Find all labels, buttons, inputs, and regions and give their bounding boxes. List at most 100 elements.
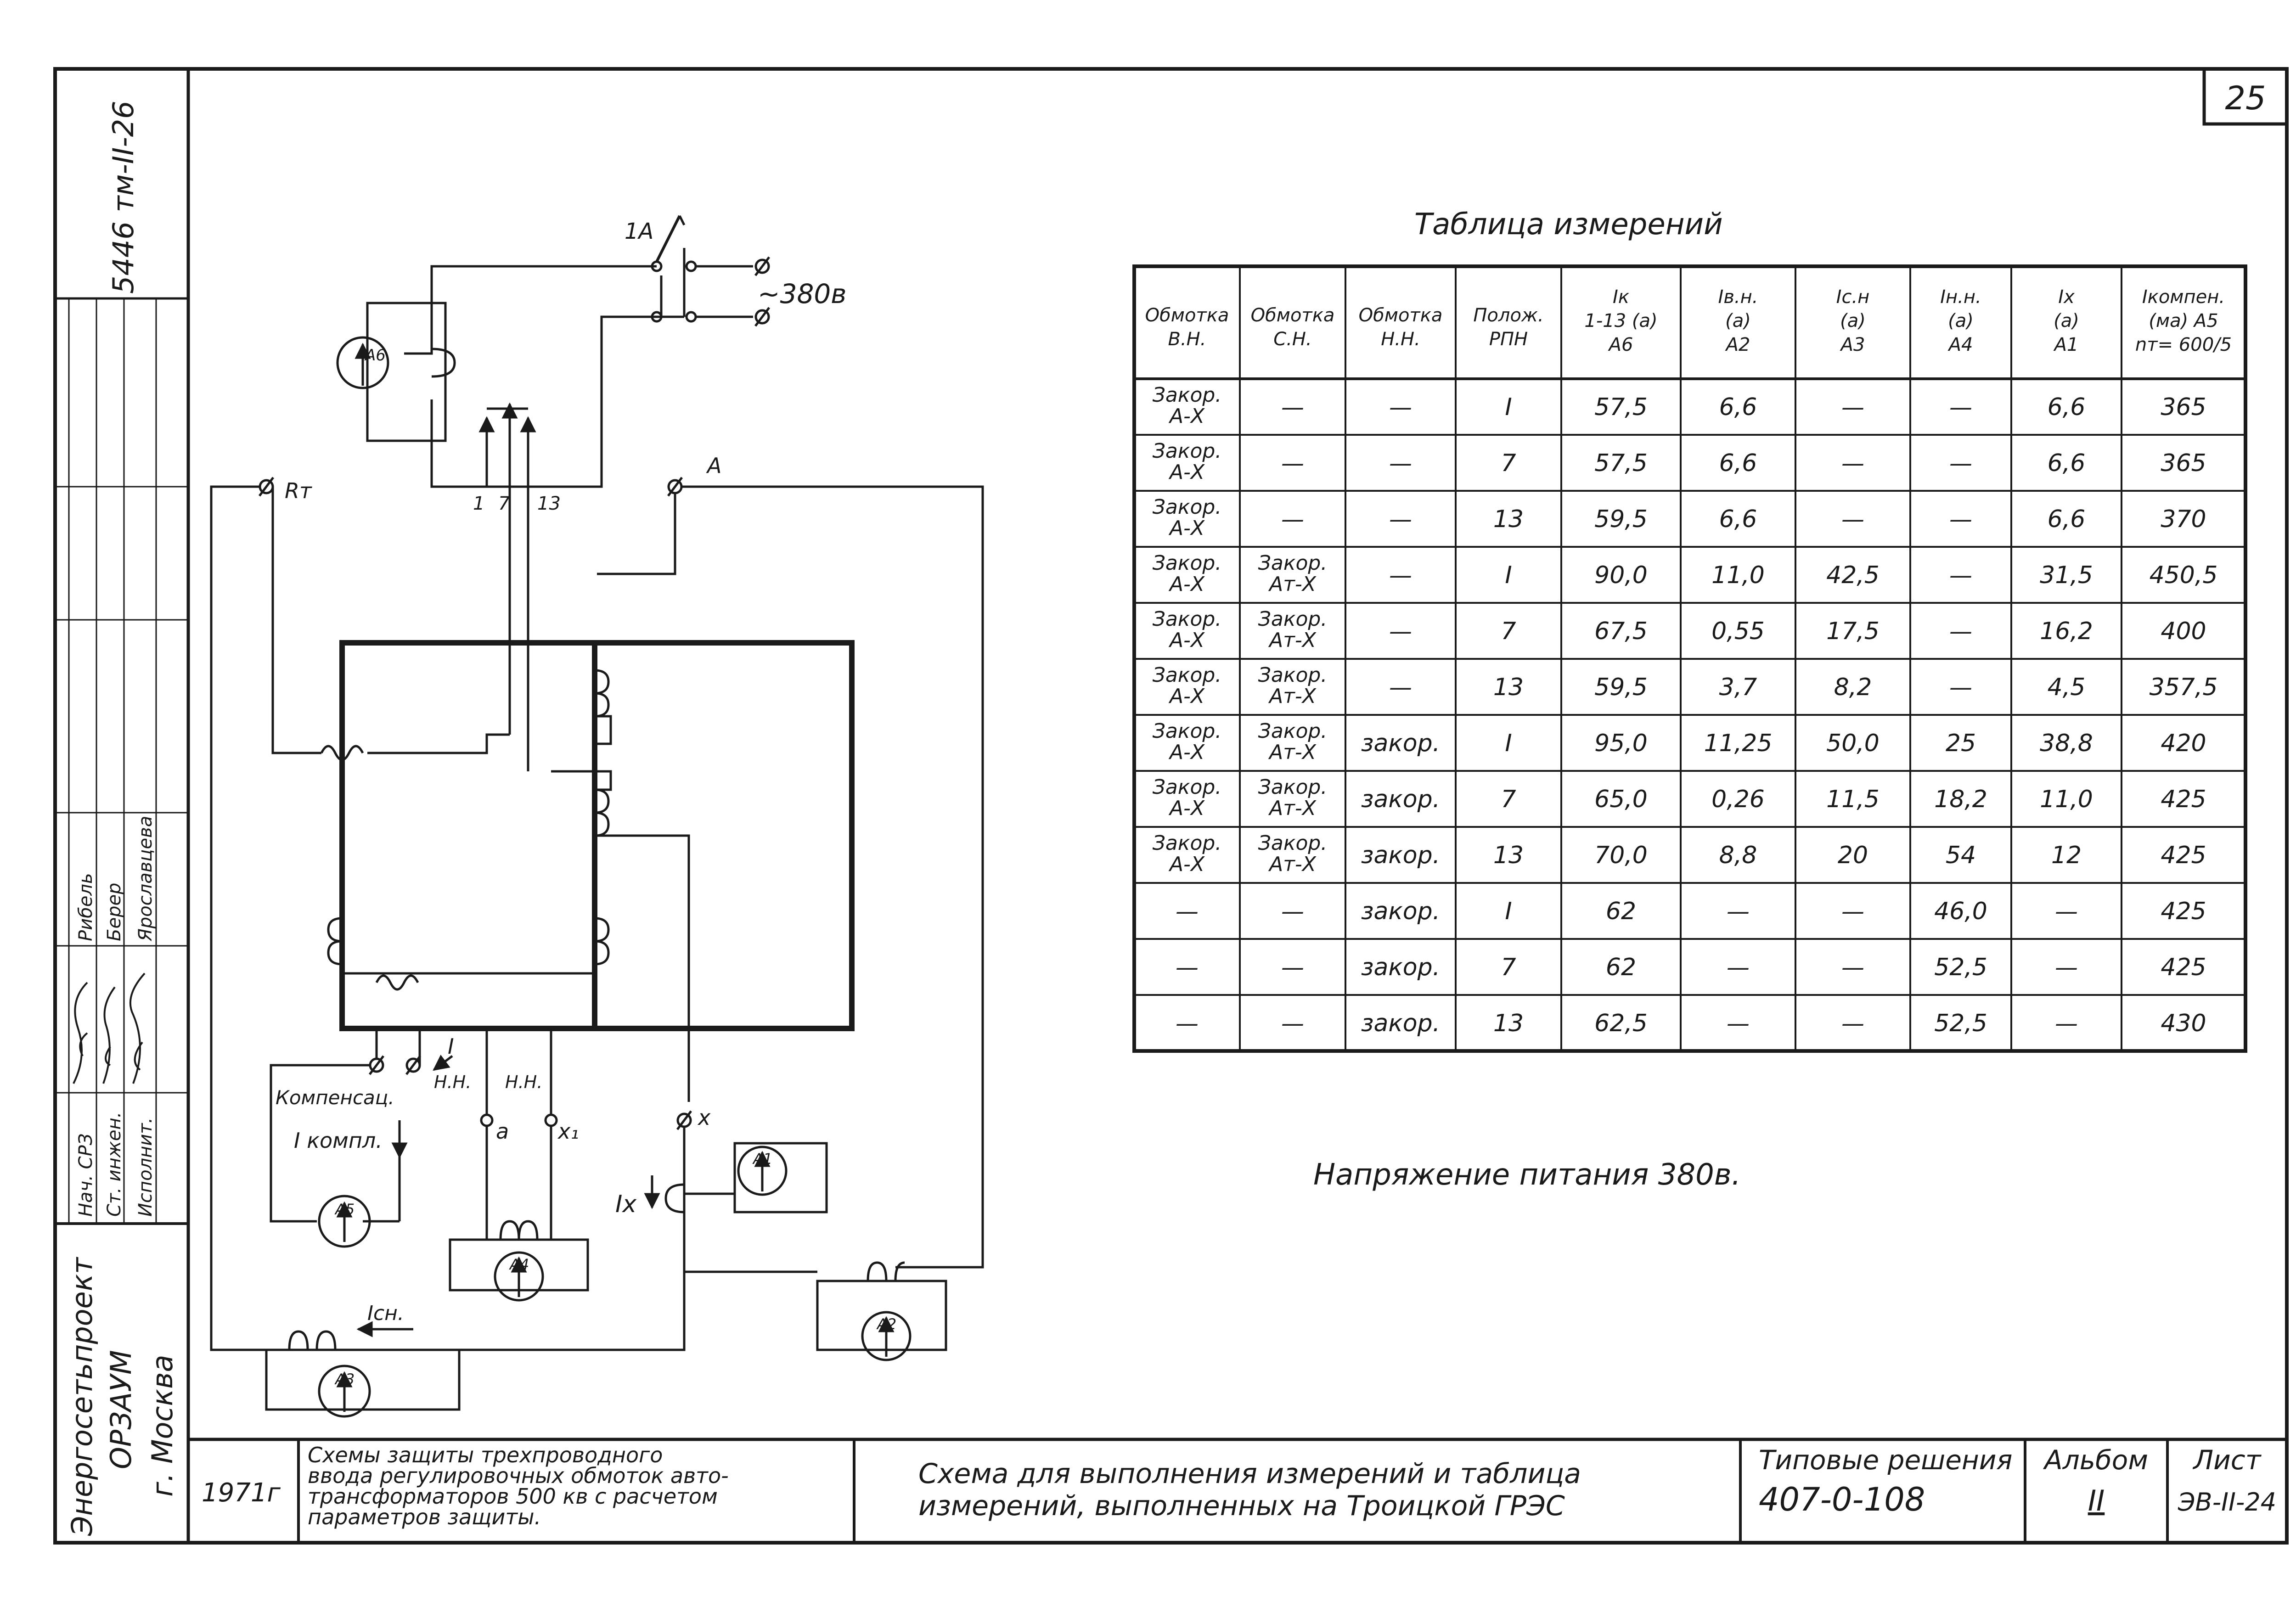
album-number: II bbox=[2088, 1484, 2105, 1517]
table-cell: — bbox=[1727, 1010, 1750, 1037]
table-cell: 65,0 bbox=[1594, 786, 1648, 813]
table-header-cell: А3 bbox=[1840, 334, 1865, 355]
table-cell: 11,0 bbox=[1711, 562, 1765, 589]
stamp-name-2: Берер bbox=[104, 883, 125, 941]
lv-winding-label-1: Н.Н. bbox=[434, 1072, 471, 1092]
table-header-cell: Обмотка bbox=[1145, 305, 1229, 326]
table-cell: 17,5 bbox=[1826, 618, 1880, 645]
table-cell: 425 bbox=[2161, 954, 2206, 981]
table-cell: 7 bbox=[1501, 449, 1516, 477]
table-header-cell: Iх bbox=[2058, 286, 2075, 308]
table-title: Таблица измерений bbox=[1414, 208, 1723, 242]
album-label: Альбом bbox=[2043, 1444, 2148, 1476]
table-cell: — bbox=[2055, 954, 2078, 981]
stamp-role-3: Исполнит. bbox=[135, 1118, 156, 1217]
table-cell: Ат-Х bbox=[1268, 853, 1317, 876]
table-cell: — bbox=[1841, 898, 1864, 925]
table-cell: — bbox=[1281, 1010, 1304, 1037]
measurement-table: ОбмоткаВ.Н.ОбмоткаС.Н.ОбмоткаН.Н.Полож.Р… bbox=[1132, 264, 2247, 1053]
terminal-a-top: А bbox=[706, 453, 721, 478]
table-header-cell: Обмотка bbox=[1359, 305, 1443, 326]
table-cell: — bbox=[1841, 506, 1864, 533]
table-cell: Закор. bbox=[1153, 439, 1222, 463]
drawing-title-2: измерений, выполненных на Троицкой ГРЭС bbox=[918, 1490, 1565, 1522]
table-cell: закор. bbox=[1361, 1010, 1440, 1037]
table-cell: 70,0 bbox=[1594, 842, 1648, 869]
table-cell: 50,0 bbox=[1826, 730, 1880, 757]
table-cell: 16,2 bbox=[2040, 618, 2093, 645]
table-header-cell: Обмотка bbox=[1251, 305, 1335, 326]
table-cell: Ат-Х bbox=[1268, 741, 1317, 764]
table-cell: Закор. bbox=[1153, 607, 1222, 631]
winding-upper bbox=[594, 669, 610, 718]
table-cell: 8,8 bbox=[1719, 842, 1757, 869]
table-cell: 425 bbox=[2161, 898, 2206, 925]
table-cell: А-Х bbox=[1168, 797, 1205, 820]
ammeter-a6-label: А6 bbox=[364, 346, 386, 365]
table-cell: Закор. bbox=[1153, 495, 1222, 519]
table-cell: — bbox=[1949, 562, 1972, 589]
table-cell: — bbox=[1841, 394, 1864, 421]
table-cell: А-Х bbox=[1168, 685, 1205, 708]
table-cell: — bbox=[2055, 898, 2078, 925]
stamp-code: 5446 тм-II-26 bbox=[107, 101, 140, 294]
ammeter-a6 bbox=[336, 336, 389, 389]
table-cell: 42,5 bbox=[1826, 562, 1880, 589]
table-header-cell: Iв.н. bbox=[1718, 286, 1758, 308]
table-header-cell: А2 bbox=[1725, 334, 1750, 355]
table-cell: — bbox=[1949, 674, 1972, 701]
table-cell: Закор. bbox=[1153, 551, 1222, 575]
table-cell: — bbox=[1727, 898, 1750, 925]
lv-winding-label-2: Н.Н. bbox=[505, 1072, 542, 1092]
table-cell: — bbox=[1389, 562, 1412, 589]
table-cell: Закор. bbox=[1258, 663, 1328, 687]
series-label: Типовые решения bbox=[1759, 1444, 2012, 1476]
table-cell: 18,2 bbox=[1934, 786, 1987, 813]
wiring-schematic: 1А ~380в А6 1 7 13 Rт А bbox=[210, 215, 984, 1418]
lv-current-label: I bbox=[448, 1034, 454, 1059]
table-header-cell: Полож. bbox=[1473, 305, 1543, 326]
table-cell: 450,5 bbox=[2150, 562, 2218, 589]
table-cell: 90,0 bbox=[1594, 562, 1648, 589]
title-block: 1971г Схемы защиты трехпроводного ввода … bbox=[202, 1443, 2276, 1529]
table-cell: 6,6 bbox=[1719, 449, 1757, 477]
table-cell: — bbox=[1949, 394, 1972, 421]
table-cell: — bbox=[1389, 450, 1412, 477]
ammeter-a3-label: А3 bbox=[334, 1371, 355, 1388]
table-header-cell: (а) bbox=[1725, 310, 1751, 331]
table-cell: 12 bbox=[2051, 842, 2082, 869]
table-cell: 420 bbox=[2161, 730, 2206, 757]
table-header-cell: РПН bbox=[1489, 329, 1528, 350]
table-cell: 11,0 bbox=[2040, 786, 2093, 813]
ammeter-a3 bbox=[318, 1365, 371, 1418]
table-cell: — bbox=[2055, 1010, 2078, 1037]
table-cell: А-Х bbox=[1168, 461, 1205, 484]
drawing-title-1: Схема для выполнения измерений и таблица bbox=[918, 1458, 1581, 1490]
ammeter-a4-label: А4 bbox=[509, 1256, 529, 1273]
stamp-name-3: Ярославцева bbox=[135, 816, 156, 942]
table-cell: закор. bbox=[1361, 842, 1440, 869]
table-cell: А-Х bbox=[1168, 517, 1205, 540]
table-cell: 4,5 bbox=[2048, 674, 2086, 701]
page-number: 25 bbox=[2225, 79, 2266, 117]
table-cell: Закор. bbox=[1258, 607, 1328, 631]
table-cell: Закор. bbox=[1258, 831, 1328, 855]
side-stamp: 5446 тм-II-26 Нач. СРЗ Ст. инжен. Исполн… bbox=[65, 101, 179, 1536]
table-cell: 13 bbox=[1493, 506, 1524, 533]
table-cell: Закор. bbox=[1153, 831, 1222, 855]
table-cell: — bbox=[1841, 954, 1864, 981]
tap-label-7: 7 bbox=[498, 493, 510, 514]
table-cell: 59,5 bbox=[1594, 674, 1648, 701]
table-cell: 6,6 bbox=[1719, 393, 1757, 421]
switch-1a bbox=[651, 215, 770, 327]
table-cell: 46,0 bbox=[1934, 898, 1987, 925]
stamp-name-1: Рибель bbox=[75, 873, 96, 941]
table-header-cell: (а) bbox=[1948, 310, 1974, 331]
table-cell: 425 bbox=[2161, 842, 2206, 869]
table-cell: I bbox=[1505, 898, 1512, 925]
subject-line-3: трансформаторов 500 кв с расчетом bbox=[308, 1484, 718, 1509]
table-cell: 57,5 bbox=[1594, 449, 1648, 477]
table-footer-note: Напряжение питания 380в. bbox=[1313, 1158, 1741, 1192]
table-cell: Закор. bbox=[1258, 551, 1328, 575]
